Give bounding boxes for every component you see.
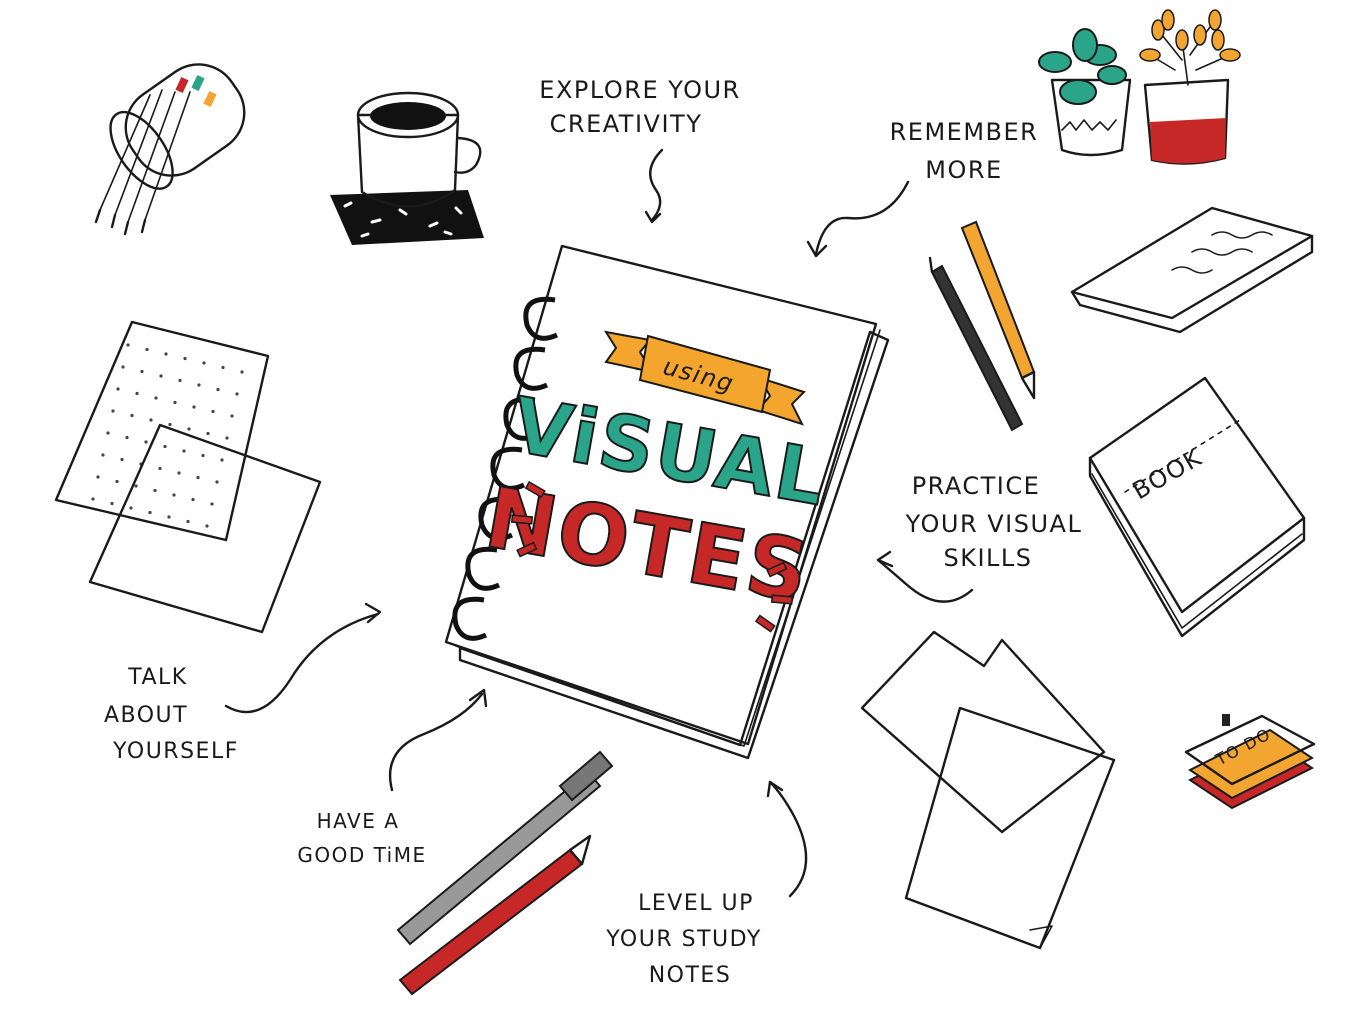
paper-sheets-icon — [860, 630, 1116, 950]
annotation-remember-line2: MORE — [925, 156, 1002, 184]
grid-dot — [111, 409, 115, 413]
grid-dot — [91, 497, 95, 501]
annotation-talk: TALK ABOUT YOURSELF — [104, 665, 239, 764]
annotation-level-up-line3: NOTES — [649, 963, 732, 988]
grid-dot — [121, 365, 125, 369]
grid-dot — [216, 387, 220, 392]
grid-dot — [183, 356, 187, 361]
grid-dot — [220, 458, 224, 462]
grid-dot — [197, 383, 201, 387]
grid-dot — [144, 440, 148, 444]
grid-dot — [230, 414, 234, 418]
grid-dot — [158, 466, 162, 471]
grid-dot — [140, 369, 144, 374]
annotation-talk-line3: YOURSELF — [112, 739, 239, 764]
annotation-practice-line3: SKILLS — [943, 544, 1032, 572]
annotation-explore-line1: EXPLORE YOUR — [539, 76, 740, 104]
grid-dot — [221, 365, 225, 370]
grid-dot — [205, 524, 209, 528]
plant-pot-icon — [1038, 28, 1132, 157]
pencil-icon — [960, 220, 1036, 400]
blank-paper-icon — [88, 423, 322, 634]
grid-dot — [148, 510, 152, 515]
dot-grid-paper-icon — [54, 320, 270, 542]
grid-dot — [178, 378, 182, 383]
grid-dot — [129, 506, 133, 510]
notebook: using ViSUAL NOTES — [444, 244, 890, 760]
annotation-talk-line1: TALK — [127, 665, 187, 690]
grid-dot — [145, 347, 149, 352]
book-label: BOOK — [1128, 443, 1207, 505]
arrows — [224, 148, 974, 898]
grid-dot — [196, 475, 200, 480]
book-icon: BOOK — [1088, 376, 1306, 638]
annotation-remember-line1: REMEMBER — [890, 118, 1039, 146]
grid-dot — [173, 400, 177, 405]
annotation-level-up-line1: LEVEL UP — [638, 891, 754, 916]
annotation-practice-line1: PRACTICE — [912, 472, 1041, 500]
red-pencil-icon — [398, 834, 592, 996]
gel-pen-icon — [396, 750, 614, 946]
grid-dot — [96, 475, 100, 479]
grid-dot — [182, 449, 186, 453]
folded-note-icon — [1070, 206, 1314, 334]
grid-dot — [159, 374, 163, 378]
plant-pot-icon — [1139, 9, 1241, 165]
using-banner: using — [603, 330, 806, 426]
spiral-binding — [452, 296, 559, 641]
grid-dot — [211, 409, 215, 414]
annotation-good-time-line2: GOOD TiME — [297, 843, 426, 867]
grid-dot — [240, 370, 244, 374]
pencil-cup-icon — [94, 63, 246, 236]
grid-dot — [120, 457, 124, 462]
grid-dot — [116, 387, 120, 391]
annotation-practice-line2: YOUR VISUAL — [905, 510, 1083, 538]
grid-dot — [167, 515, 171, 519]
grid-dot — [135, 391, 139, 396]
grid-dot — [177, 471, 181, 475]
annotation-remember: REMEMBER MORE — [890, 118, 1039, 184]
grid-dot — [192, 405, 196, 409]
accent-marks — [510, 481, 794, 633]
grid-dot — [154, 396, 158, 400]
grid-dot — [186, 519, 190, 524]
grid-dot — [106, 431, 110, 435]
grid-dot — [163, 444, 167, 449]
annotation-explore: EXPLORE YOUR CREATIVITY — [539, 76, 740, 138]
annotation-practice: PRACTICE YOUR VISUAL SKILLS — [905, 472, 1083, 572]
annotation-explore-line2: CREATIVITY — [550, 110, 703, 138]
annotation-good-time-line1: HAVE A — [317, 809, 400, 833]
annotation-good-time: HAVE A GOOD TiME — [297, 809, 426, 867]
grid-dot — [130, 413, 134, 418]
annotation-talk-line2: ABOUT — [104, 703, 188, 728]
grid-dot — [201, 453, 205, 458]
grid-dot — [153, 488, 157, 493]
annotation-level-up-line2: YOUR STUDY — [605, 927, 762, 952]
grid-dot — [191, 497, 195, 502]
annotation-level-up: LEVEL UP YOUR STUDY NOTES — [605, 891, 762, 988]
coffee-mug-icon — [330, 91, 484, 245]
grid-dot — [187, 427, 191, 431]
grid-dot — [206, 431, 210, 436]
grid-dot — [202, 361, 206, 365]
grid-dot — [215, 480, 219, 484]
grid-dot — [110, 501, 114, 506]
grid-dot — [134, 484, 138, 488]
grid-dot — [225, 436, 229, 440]
grid-dot — [125, 435, 129, 440]
grid-dot — [168, 422, 172, 427]
grid-dot — [164, 352, 168, 356]
grid-dot — [235, 392, 239, 396]
grid-dot — [149, 418, 153, 422]
pen-icon — [928, 256, 1024, 432]
grid-dot — [210, 502, 214, 506]
grid-dot — [115, 479, 119, 484]
sticky-notes-icon: TO DO — [1184, 714, 1316, 810]
grid-dot — [172, 493, 176, 497]
grid-dot — [126, 343, 130, 347]
grid-dot — [101, 453, 105, 457]
